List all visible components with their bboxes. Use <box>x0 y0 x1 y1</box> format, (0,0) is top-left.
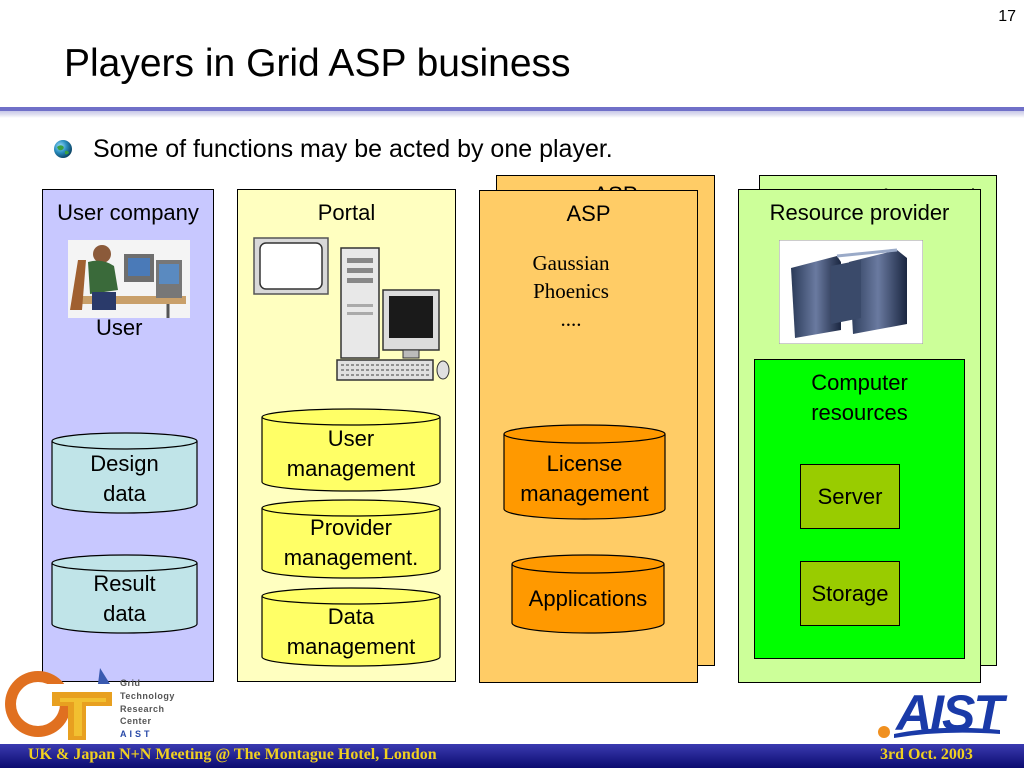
globe-bullet-icon <box>54 140 72 158</box>
user-management-cylinder: User management <box>261 408 441 492</box>
computer-icon <box>336 247 450 381</box>
provider-management-label-1: Provider <box>310 515 392 540</box>
data-management-label-2: management <box>286 634 416 659</box>
applications-label: Applications <box>528 586 648 611</box>
app-ellipsis: .... <box>560 307 582 331</box>
resource-provider-title: Resource provider <box>769 200 950 225</box>
license-management-label-2: management <box>520 481 649 506</box>
gtrc-word-grid: Grid <box>120 678 141 688</box>
monitor-small-icon <box>253 237 329 295</box>
storage-label: Storage <box>811 581 889 606</box>
server-label: Server <box>817 484 883 509</box>
bullet-text: Some of functions may be acted by one pl… <box>93 135 613 163</box>
title-rule <box>0 104 1024 118</box>
license-management-label-1: License <box>546 451 623 476</box>
result-data-cylinder: Result data <box>51 554 198 634</box>
gtrc-word-aist: AIST <box>120 729 153 740</box>
provider-management-cylinder: Provider management. <box>261 499 441 579</box>
footer-bar <box>0 744 1024 768</box>
data-management-label-1: Data <box>327 604 375 629</box>
slide-title: Players in Grid ASP business <box>64 42 571 85</box>
user-management-label-1: User <box>327 426 375 451</box>
aist-logo: AIST <box>896 685 1004 741</box>
computer-resources-label-1: Computer <box>811 370 908 395</box>
gtrc-wordmark: Grid Technology Research Center AIST <box>120 677 175 741</box>
app-phoenics: Phoenics <box>533 279 609 303</box>
user-management-label-2: management <box>286 456 416 481</box>
gtrc-word-technology: Technology <box>120 690 175 701</box>
computer-resources-label-2: resources <box>811 400 908 425</box>
asp-title: ASP <box>566 201 611 226</box>
gtrc-logo <box>5 668 112 740</box>
storage-box: Storage <box>800 561 900 626</box>
user-company-title: User company <box>57 200 199 225</box>
design-data-label-2: data <box>103 481 146 506</box>
footer-event: UK & Japan N+N Meeting @ The Montague Ho… <box>28 746 437 763</box>
footer-date: 3rd Oct. 2003 <box>880 746 973 763</box>
aist-logo-swoosh <box>878 726 1000 738</box>
app-gaussian: Gaussian <box>532 251 610 275</box>
data-management-cylinder: Data management <box>261 587 441 667</box>
slide-number: 17 <box>998 8 1016 25</box>
server-box: Server <box>800 464 900 529</box>
user-label: User <box>96 315 143 340</box>
gtrc-word-center: Center <box>120 716 152 727</box>
license-management-cylinder: License management <box>503 424 666 520</box>
provider-management-label-2: management. <box>283 545 419 570</box>
result-data-label-2: data <box>103 601 146 626</box>
design-data-cylinder: Design data <box>51 432 198 514</box>
gtrc-word-research: Research <box>120 703 165 714</box>
design-data-label-1: Design <box>90 451 159 476</box>
user-workstation-icon <box>68 240 190 318</box>
applications-cylinder: Applications <box>511 554 665 634</box>
asp-app-list: Gaussian Phoenics .... <box>479 249 663 333</box>
server-rack-image <box>779 240 923 344</box>
portal-title: Portal <box>317 200 376 225</box>
result-data-label-1: Result <box>93 571 156 596</box>
